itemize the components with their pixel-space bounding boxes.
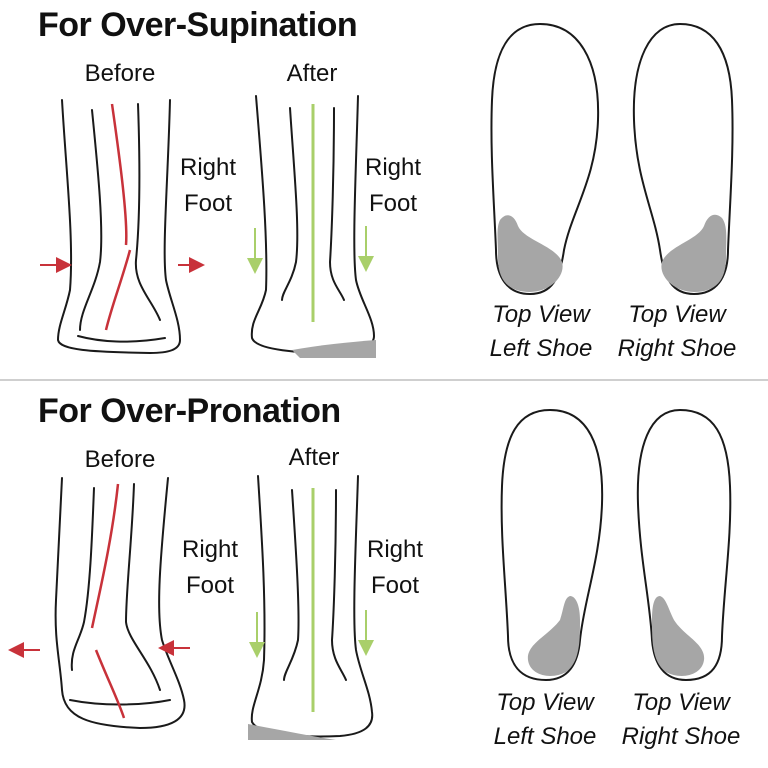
right-foot-label: Right Foot [168, 150, 248, 222]
caption-line2: Left Shoe [493, 723, 597, 750]
right-foot-label: Right Foot [353, 150, 433, 222]
right-foot-label: Right Foot [355, 532, 435, 604]
misalignment-line [110, 103, 128, 246]
right-foot-label-line2: Foot [370, 572, 420, 599]
pronation-right-shoe [636, 408, 732, 682]
tendon-line [124, 483, 161, 691]
shoe-outline [636, 408, 732, 682]
heel-insert [661, 214, 727, 292]
shoe-outline [632, 22, 734, 296]
caption-line2: Right Shoe [621, 723, 741, 750]
after-label: After [288, 444, 340, 471]
supination-before-foot [56, 99, 182, 355]
caption-line1: Top View [492, 301, 590, 328]
section-title-supination: For Over-Supination [38, 6, 358, 44]
section-divider [0, 379, 768, 381]
heel-insert [497, 215, 563, 292]
insert-wedge [292, 340, 376, 358]
top-view-right-shoe-caption: Top View Right Shoe [602, 298, 752, 366]
supination-right-shoe [632, 22, 734, 296]
right-foot-label-line1: Right [366, 536, 424, 563]
section-title-pronation: For Over-Pronation [38, 392, 341, 430]
right-foot-label-line1: Right [179, 154, 237, 181]
right-foot-label-line2: Foot [183, 190, 233, 217]
top-view-left-shoe-caption: Top View Left Shoe [470, 686, 620, 754]
caption-line1: Top View [628, 301, 726, 328]
right-foot-label-line1: Right [364, 154, 422, 181]
right-foot-label: Right Foot [170, 532, 250, 604]
misalignment-line [90, 483, 120, 629]
insert-wedge [248, 724, 336, 740]
caption-line2: Left Shoe [489, 335, 593, 362]
heel-insert [527, 596, 580, 676]
pronation-after-foot [250, 475, 374, 738]
leg-outline [54, 477, 186, 730]
tendon-line [281, 107, 299, 301]
tendon-line [283, 489, 300, 681]
leg-outline [250, 475, 374, 738]
right-foot-label-line2: Foot [368, 190, 418, 217]
right-foot-label-line2: Foot [185, 572, 235, 599]
tendon-line [70, 487, 95, 671]
after-label: After [286, 60, 338, 87]
right-foot-label-line1: Right [181, 536, 239, 563]
tendon-line [330, 489, 347, 681]
heel-insert [652, 596, 705, 676]
caption-line1: Top View [632, 689, 730, 716]
heel-line [69, 699, 171, 706]
misalignment-line [104, 249, 132, 331]
tendon-line [79, 109, 103, 331]
tendon-line [134, 103, 161, 321]
shoe-outline [490, 22, 600, 296]
pronation-left-shoe [500, 408, 604, 682]
heel-line [77, 335, 166, 343]
pronation-before-foot [54, 477, 186, 730]
before-label: Before [84, 60, 156, 87]
misalignment-line [94, 649, 126, 719]
caption-line2: Right Shoe [617, 335, 737, 362]
top-view-right-shoe-caption: Top View Right Shoe [606, 686, 756, 754]
caption-line1: Top View [496, 689, 594, 716]
leg-outline [56, 99, 182, 355]
before-label: Before [84, 446, 156, 473]
tendon-line [328, 107, 345, 301]
supination-left-shoe [490, 22, 600, 296]
top-view-left-shoe-caption: Top View Left Shoe [466, 298, 616, 366]
shoe-outline [500, 408, 604, 682]
